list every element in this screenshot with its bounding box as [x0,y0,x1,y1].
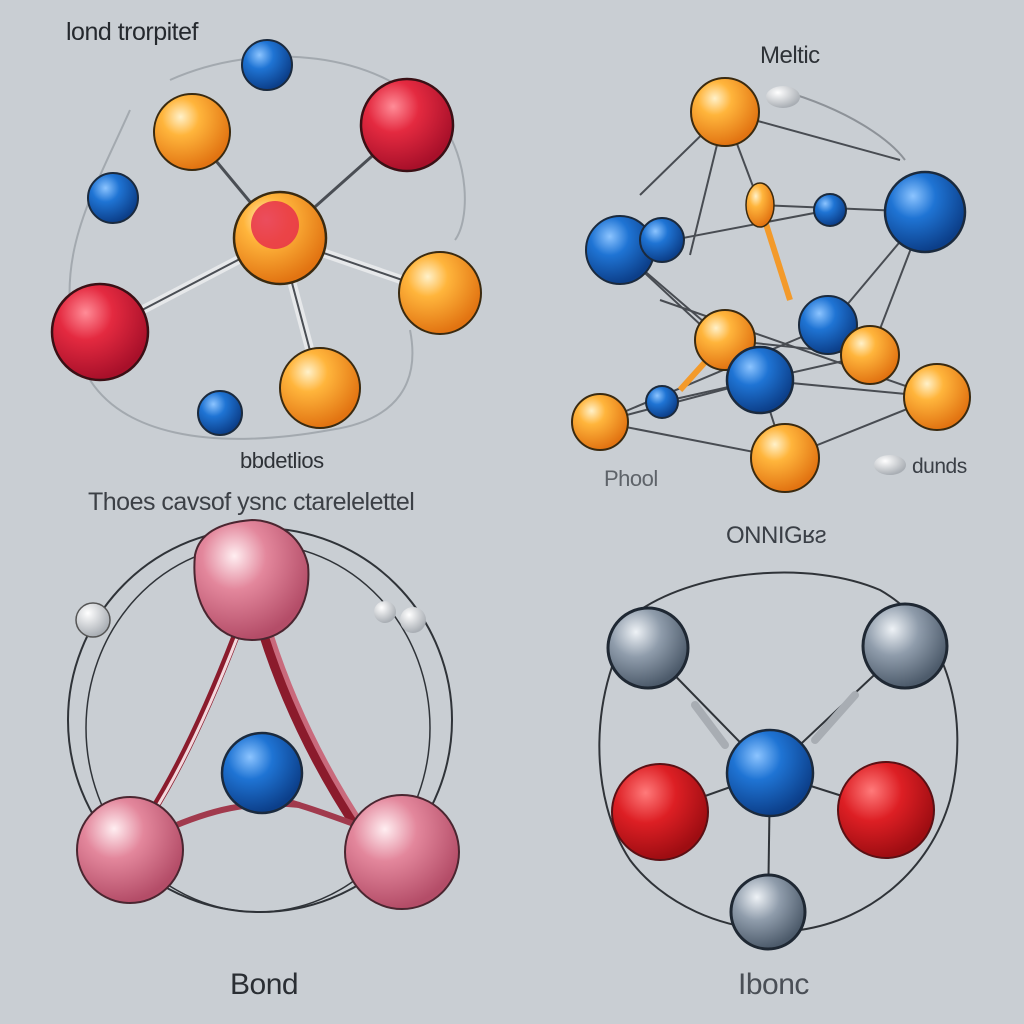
top-left-title: lond trorpitef [66,18,198,46]
blue-atom [645,385,679,419]
top-right-molecule [571,77,971,493]
pink-atom [193,518,310,642]
red-atom [50,282,150,382]
pink-atom [76,796,184,904]
top-left-molecule [50,39,482,440]
small-gray-atom [374,601,396,623]
top-left-caption: bbdetlios [240,448,324,473]
orange-atom [153,93,231,171]
blue-atom [87,172,139,224]
top-right-title: Meltic [760,42,820,69]
blue-atom [220,731,304,815]
blue-atom [813,193,847,227]
small-gray-atom [874,455,906,475]
bottom-right-caption: Ibonc [738,968,809,1001]
top-right-caption-right: dunds [912,455,967,478]
bottom-right-molecule [598,571,959,951]
central-blue-atom [725,728,815,818]
orange-atom [840,325,900,385]
orange-atom [690,77,760,147]
orange-atom [398,251,482,335]
red-core [251,201,299,249]
middle-banner: Thoes cavsof ysnc ctarelelettel [88,488,415,516]
orange-atom [745,182,775,228]
red-atom [837,761,935,859]
gray-atom [861,602,949,690]
red-atom [359,77,455,173]
blue-atom [197,390,243,436]
orange-atom [571,393,629,451]
orange-atom [903,363,971,431]
gray-atom [729,873,807,951]
orange-atom [750,423,820,493]
bottom-left-caption: Bond [230,968,299,1001]
blue-atom [798,295,858,355]
orange-atom [279,347,361,429]
blue-atom [639,217,685,263]
pink-atom [344,794,460,910]
top-right-caption-left: Phool [604,466,658,491]
small-gray-atom [75,602,111,638]
blue-atom [241,39,293,91]
blue-atom [883,170,967,254]
bottom-left-molecule [67,518,460,913]
bottom-right-title: ONNIGʁƨ [726,522,827,549]
red-atom [611,763,709,861]
blue-atom [725,345,795,415]
small-gray-atom [766,86,800,108]
small-gray-atom [400,607,426,633]
gray-atom [606,606,690,690]
